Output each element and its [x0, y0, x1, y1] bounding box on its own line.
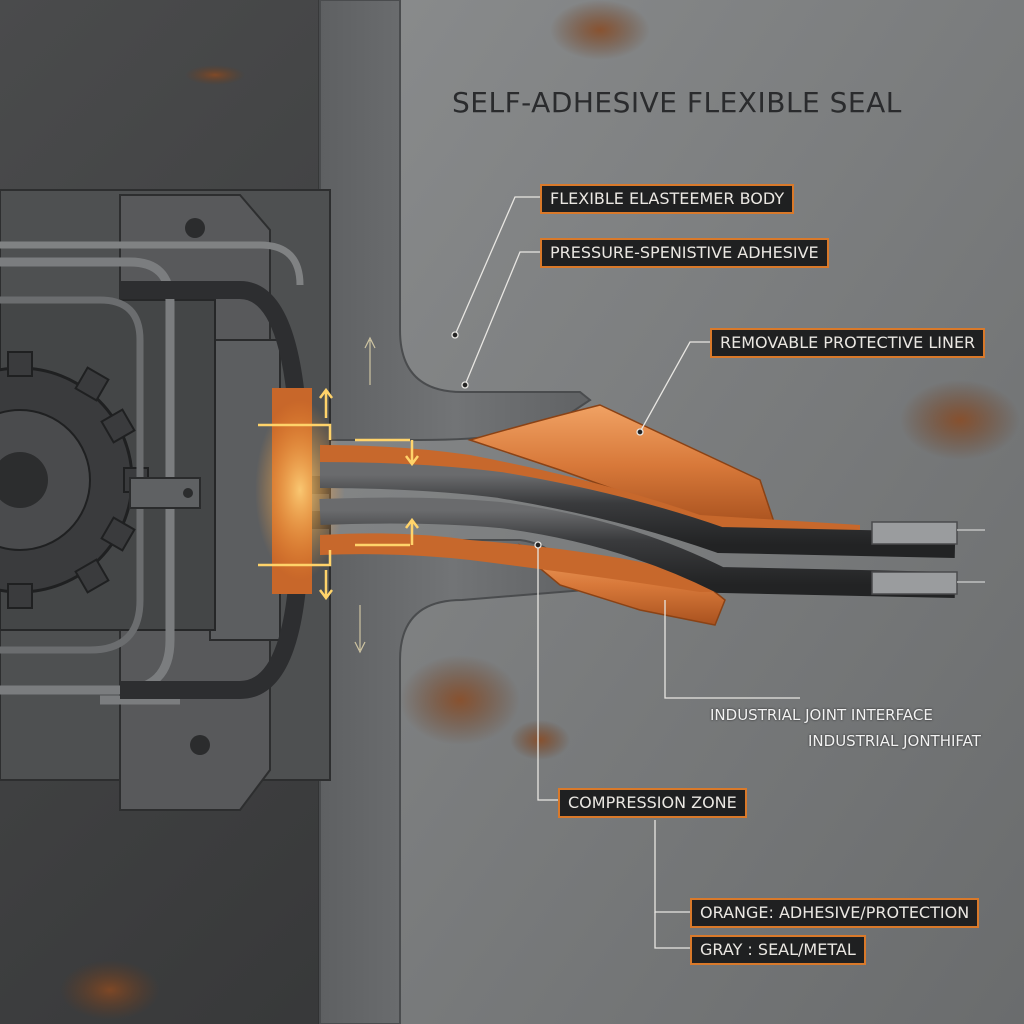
callout-adhesive: PRESSURE-SPENISTIVE ADHESIVE: [540, 238, 829, 268]
legend-orange: ORANGE: ADHESIVE/PROTECTION: [690, 898, 980, 928]
lower-seal-body: [319, 497, 956, 598]
diagram-title: SELF-ADHESIVE FLEXIBLE SEAL: [452, 86, 902, 119]
callout-flexible-body: FLEXIBLE ELASTEEMER BODY: [540, 184, 795, 214]
upper-seal-body: [319, 462, 956, 558]
upper-end-fitting: [871, 521, 958, 545]
callout-compression-zone: COMPRESSION ZONE: [558, 788, 747, 818]
rust-spots: [60, 0, 1020, 1020]
lower-end-fitting: [871, 571, 958, 595]
label-joint-interface: INDUSTRIAL JOINT INTERFACE: [710, 706, 933, 724]
upper-liner-sheet: [467, 404, 777, 526]
lower-steel-section: [319, 539, 587, 1024]
pressure-arrows: [258, 387, 419, 601]
label-joint-secondary: INDUSTRIAL JONTHIFAT: [808, 732, 981, 750]
leader-lines: [451, 196, 800, 949]
gear-icon: [0, 351, 149, 609]
callout-protective-liner: REMOVABLE PROTECTIVE LINER: [710, 328, 986, 358]
legend-gray: GRAY : SEAL/METAL: [690, 935, 866, 965]
